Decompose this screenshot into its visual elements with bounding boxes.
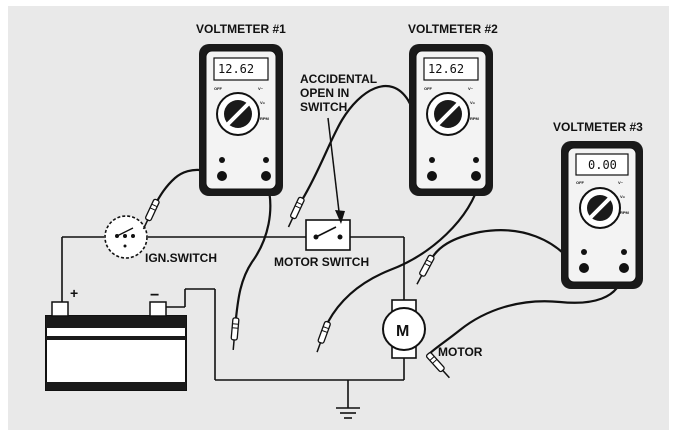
svg-text:OFF: OFF: [214, 86, 223, 91]
voltmeter-1: OFF V~ V= RPM: [199, 44, 283, 196]
voltmeter-1-reading: 12.62: [218, 62, 254, 76]
accidental-label-line2: OPEN IN: [300, 86, 349, 100]
voltmeter-2: OFF V~ V= RPM: [409, 44, 493, 196]
svg-text:RPM: RPM: [260, 116, 270, 121]
ground-icon: [336, 407, 360, 419]
voltmeter-1-label: VOLTMETER #1: [196, 22, 286, 36]
svg-text:V=: V=: [470, 100, 476, 105]
svg-text:RPM: RPM: [470, 116, 480, 121]
voltmeter-3-label: VOLTMETER #3: [553, 120, 643, 134]
arrow-down-icon: [327, 117, 345, 224]
svg-text:OFF: OFF: [576, 180, 585, 185]
ignition-switch-icon: [104, 215, 148, 259]
motor-symbol-label: M: [396, 323, 409, 340]
motor-switch-icon: [305, 219, 351, 251]
voltmeter-3: OFF V~ V= RPM: [561, 141, 643, 289]
svg-text:V~: V~: [468, 86, 474, 91]
motor-switch-label: MOTOR SWITCH: [274, 255, 369, 269]
battery: [45, 301, 187, 391]
svg-text:V~: V~: [258, 86, 264, 91]
svg-text:RPM: RPM: [620, 210, 630, 215]
ign-switch-label: IGN.SWITCH: [145, 251, 217, 265]
voltmeter-2-label: VOLTMETER #2: [408, 22, 498, 36]
svg-text:V=: V=: [620, 194, 626, 199]
accidental-label-line1: ACCIDENTAL: [300, 72, 377, 86]
battery-plus-label: +: [70, 285, 78, 301]
svg-text:V=: V=: [260, 100, 266, 105]
voltmeter-2-reading: 12.62: [428, 62, 464, 76]
motor-icon: [382, 299, 426, 359]
battery-minus-label: −: [150, 287, 159, 304]
voltmeter-3-reading: 0.00: [588, 158, 617, 172]
accidental-label-line3: SWITCH: [300, 100, 347, 114]
motor-label: MOTOR: [438, 345, 483, 359]
svg-text:OFF: OFF: [424, 86, 433, 91]
svg-text:V~: V~: [618, 180, 624, 185]
